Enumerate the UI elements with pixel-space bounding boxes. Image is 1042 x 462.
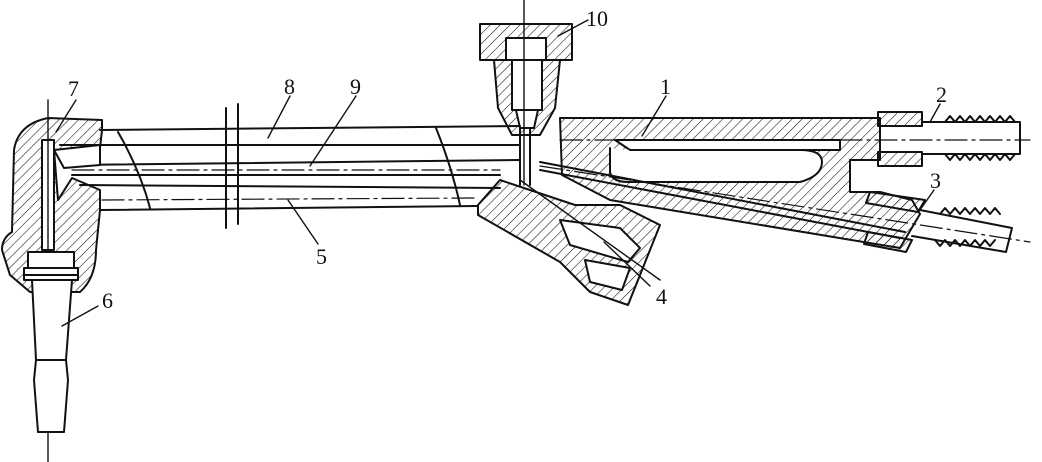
handle-body bbox=[539, 117, 921, 249]
fuel-fitting bbox=[863, 191, 1013, 253]
label-part-5: 5 bbox=[316, 244, 327, 269]
cutting-nozzle bbox=[23, 251, 79, 433]
mixing-tubes bbox=[59, 103, 521, 229]
oxygen-valve bbox=[479, 0, 573, 186]
label-part-3: 3 bbox=[930, 168, 941, 193]
preheat-valve bbox=[477, 179, 661, 306]
label-part-8: 8 bbox=[284, 74, 295, 99]
label-part-6: 6 bbox=[102, 288, 113, 313]
label-part-7: 7 bbox=[68, 76, 79, 101]
label-part-2: 2 bbox=[936, 82, 947, 107]
torch-head bbox=[1, 99, 103, 462]
label-part-9: 9 bbox=[350, 74, 361, 99]
label-part-1: 1 bbox=[660, 74, 671, 99]
label-part-4: 4 bbox=[656, 284, 667, 309]
leader-lines bbox=[55, 19, 941, 327]
oxygen-fitting bbox=[877, 111, 1021, 167]
label-part-10: 10 bbox=[586, 6, 608, 31]
